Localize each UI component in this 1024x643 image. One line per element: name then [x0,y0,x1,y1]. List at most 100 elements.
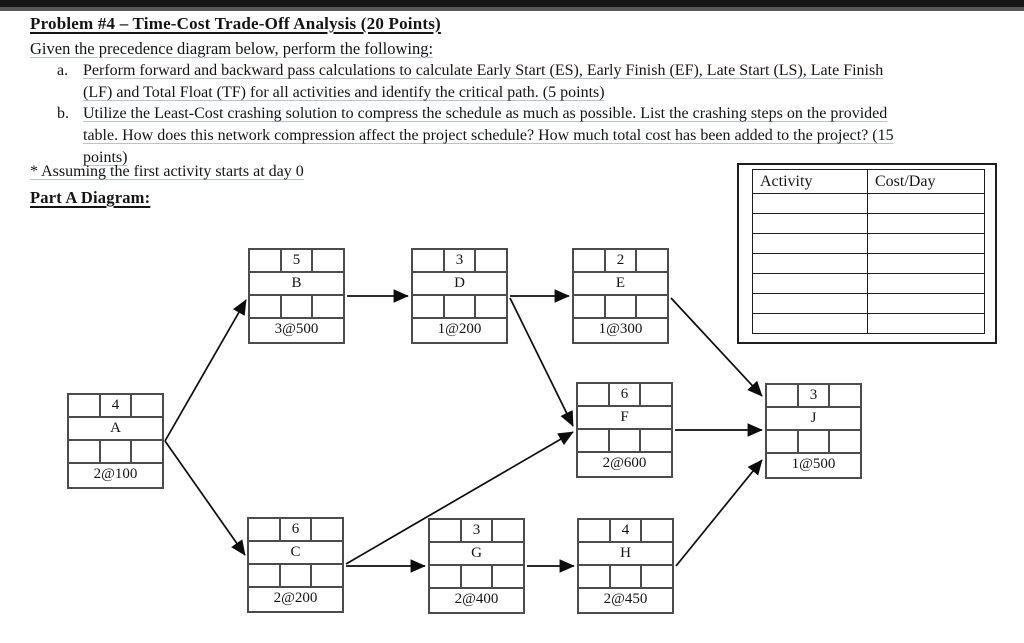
arrow-D-F [509,297,574,427]
activity-name: C [290,544,301,560]
lf-cell [132,441,162,462]
activity-node-H: 4 H 2@450 [577,518,674,614]
node-bottom-row [579,566,672,589]
ls-cell [250,296,282,317]
node-top-row: 2 [574,250,667,273]
crash-cost-label: 2@600 [602,455,647,471]
ls-cell [578,430,610,451]
crash-cost-label: 1@500 [791,456,836,472]
item-a-line-1: Perform forward and backward pass calcul… [83,62,884,79]
tf-cell [799,431,831,452]
cost-table-empty-row [752,313,985,334]
node-bottom-row [574,296,667,319]
duration-cell: 4 [611,520,643,541]
node-top-row: 4 [579,520,672,543]
cost-table-empty-row [752,273,985,294]
tf-cell [282,296,314,317]
cost-table-empty-row [752,233,985,254]
crash-cost-label: 2@100 [93,466,138,482]
activity-node-B: 5 B 3@500 [248,248,345,344]
item-a-marker: a. [57,62,69,79]
duration-cell: 2 [606,250,638,271]
top-dark-bar [0,0,1024,11]
duration-cell: 3 [799,385,831,406]
cost-per-day-column-header: Cost/Day [867,169,985,194]
duration-cell: 6 [610,384,642,405]
activity-column-header: Activity [752,169,868,194]
item-b-line-3: points) [83,149,128,166]
activity-node-A: 4 A 2@100 [67,393,164,489]
lf-cell [830,431,860,452]
activity-node-F: 6 F 2@600 [576,382,673,478]
item-a-line-2: (LF) and Total Float (TF) for all activi… [83,84,605,101]
crash-cost-table: Activity Cost/Day [752,169,985,334]
node-top-row: 6 [249,519,342,542]
item-b-marker: b. [57,105,69,122]
es-cell [413,250,445,271]
ls-cell [249,565,281,586]
node-bottom-row [249,565,342,588]
es-cell [767,385,799,406]
activity-node-D: 3 D 1@200 [411,248,508,344]
crash-cost-label: 2@200 [273,590,318,606]
crash-cost-table-frame: Activity Cost/Day [737,163,997,344]
lf-cell [637,296,667,317]
cost-table-empty-row [752,193,985,214]
activity-node-E: 2 E 1@300 [572,248,669,344]
tf-cell [281,565,313,586]
tf-cell [611,566,643,587]
node-bottom-row [413,296,506,319]
part-a-heading: Part A Diagram: [30,188,151,207]
lf-cell [476,296,506,317]
arrow-A-C [164,440,246,556]
crash-cost-label: 1@200 [437,321,482,337]
activity-node-J: 3 J 1@500 [765,383,862,479]
ef-cell [830,385,860,406]
es-cell [249,519,281,540]
crash-cost-label: 1@300 [598,321,643,337]
lf-cell [313,296,343,317]
intro-text: Given the precedence diagram below, perf… [30,39,434,58]
node-top-row: 3 [413,250,506,273]
ef-cell [312,519,342,540]
node-bottom-row [69,441,162,464]
instruction-item-b: b. Utilize the Least-Cost crashing solut… [57,103,894,169]
ls-cell [574,296,606,317]
node-bottom-row [767,431,860,454]
assumption-note: * Assuming the first activity starts at … [30,163,304,180]
tf-cell [606,296,638,317]
crash-cost-label: 2@400 [454,591,499,607]
ef-cell [313,250,343,271]
ls-cell [69,441,101,462]
es-cell [250,250,282,271]
activity-name: A [110,420,121,436]
ef-cell [641,384,671,405]
cost-table-empty-row [752,213,985,234]
activity-name: H [620,545,631,561]
es-cell [69,395,101,416]
es-cell [579,520,611,541]
tf-cell [610,430,642,451]
crash-cost-label: 2@450 [603,591,648,607]
crash-cost-label: 3@500 [274,321,319,337]
es-cell [578,384,610,405]
node-top-row: 4 [69,395,162,418]
activity-name: J [810,410,817,426]
cost-table-header-row: Activity Cost/Day [752,169,985,194]
arrow-A-B [164,299,247,442]
activity-node-C: 6 C 2@200 [247,517,344,613]
node-top-row: 3 [767,385,860,408]
instruction-item-a: a. Perform forward and backward pass cal… [57,60,883,104]
ef-cell [637,250,667,271]
duration-cell: 3 [462,520,494,541]
ef-cell [493,520,523,541]
activity-name: E [615,275,626,291]
lf-cell [641,430,671,451]
tf-cell [445,296,477,317]
node-top-row: 5 [250,250,343,273]
duration-cell: 5 [282,250,314,271]
activity-name: G [471,545,482,561]
activity-name: D [454,275,465,291]
tf-cell [462,566,494,587]
ef-cell [132,395,162,416]
